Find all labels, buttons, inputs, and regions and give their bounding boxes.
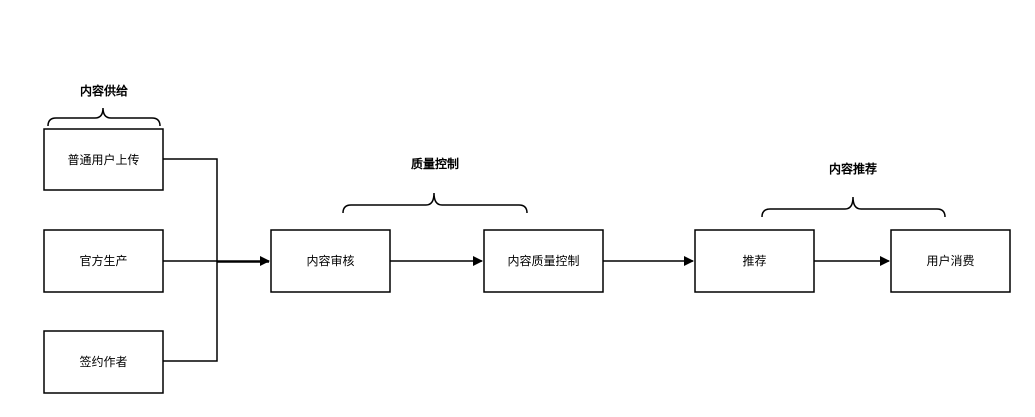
- quality-group-title: 质量控制: [411, 156, 459, 171]
- quality-brace: [342, 192, 528, 214]
- node-quality-control-label: 内容质量控制: [507, 253, 579, 268]
- connector-contracted: [163, 261, 218, 362]
- node-review-label: 内容审核: [306, 253, 354, 268]
- node-contracted-label: 签约作者: [79, 354, 127, 369]
- recommend-brace: [761, 196, 946, 218]
- recommend-group-title: 内容推荐: [829, 161, 877, 176]
- node-official-label: 官方生产: [79, 253, 127, 268]
- node-contracted: 签约作者: [43, 330, 164, 394]
- connector-ugc: [163, 158, 218, 261]
- node-review: 内容审核: [270, 229, 391, 293]
- node-consume-label: 用户消费: [926, 253, 974, 268]
- supply-brace: [47, 107, 161, 127]
- node-recommend-label: 推荐: [742, 254, 766, 268]
- node-consume: 用户消费: [890, 229, 1011, 293]
- node-official: 官方生产: [43, 229, 164, 293]
- node-recommend: 推荐: [694, 229, 815, 293]
- supply-group-title: 内容供给: [80, 83, 128, 98]
- node-ugc-label: 普通用户上传: [67, 152, 139, 167]
- node-ugc: 普通用户上传: [43, 128, 164, 191]
- node-quality-control: 内容质量控制: [483, 229, 604, 293]
